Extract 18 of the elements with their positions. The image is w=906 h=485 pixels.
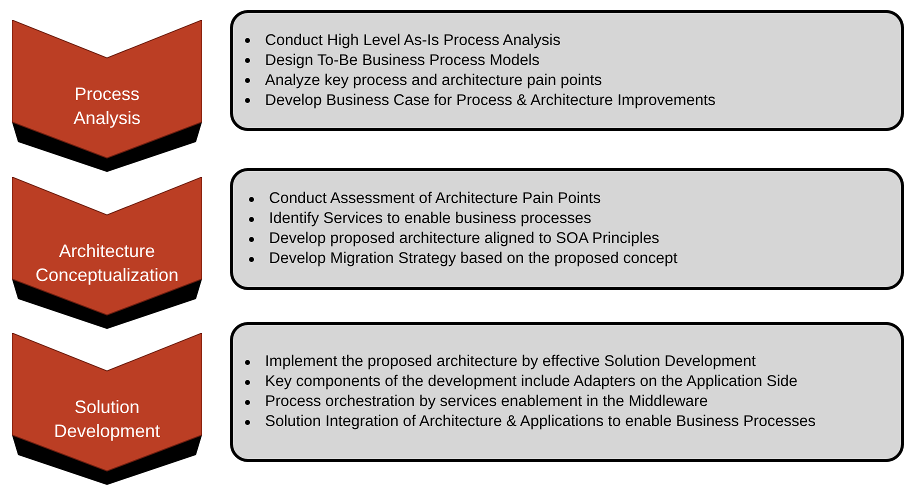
bullet-text: Identify Services to enable business processes (269, 209, 592, 229)
bullet-text: Key components of the development include Adapters on the Application Side (265, 372, 799, 392)
bullet-text: Conduct High Level As-Is Process Analysis (265, 30, 562, 50)
stage-label: Architecture Conceptualization (35, 240, 179, 287)
activity-box (230, 322, 904, 462)
bullet-text: Design To-Be Business Process Models (265, 50, 541, 70)
activity-box (230, 168, 904, 290)
bullet-text: Analyze key process and architecture pain points (265, 70, 603, 90)
bullet-text: Process orchestration by services enablement in the Middleware (265, 392, 709, 412)
bullet-text: Implement the proposed architecture by effective Solution Development (265, 352, 757, 372)
bullet-text: Develop proposed architecture aligned to SOA Principles (269, 229, 660, 249)
bullet-text: Conduct Assessment of Architecture Pain Points (269, 189, 602, 209)
activity-box (230, 10, 904, 131)
bullet-text: Solution Integration of Architecture & Applications to enable Business Processes (265, 412, 817, 432)
stage-label: Solution Development (54, 396, 160, 443)
stage-label: Process Analysis (73, 83, 141, 130)
bullet-text: Develop Migration Strategy based on the proposed concept (269, 249, 678, 269)
bullet-text: Develop Business Case for Process & Architecture Improvements (265, 90, 717, 110)
